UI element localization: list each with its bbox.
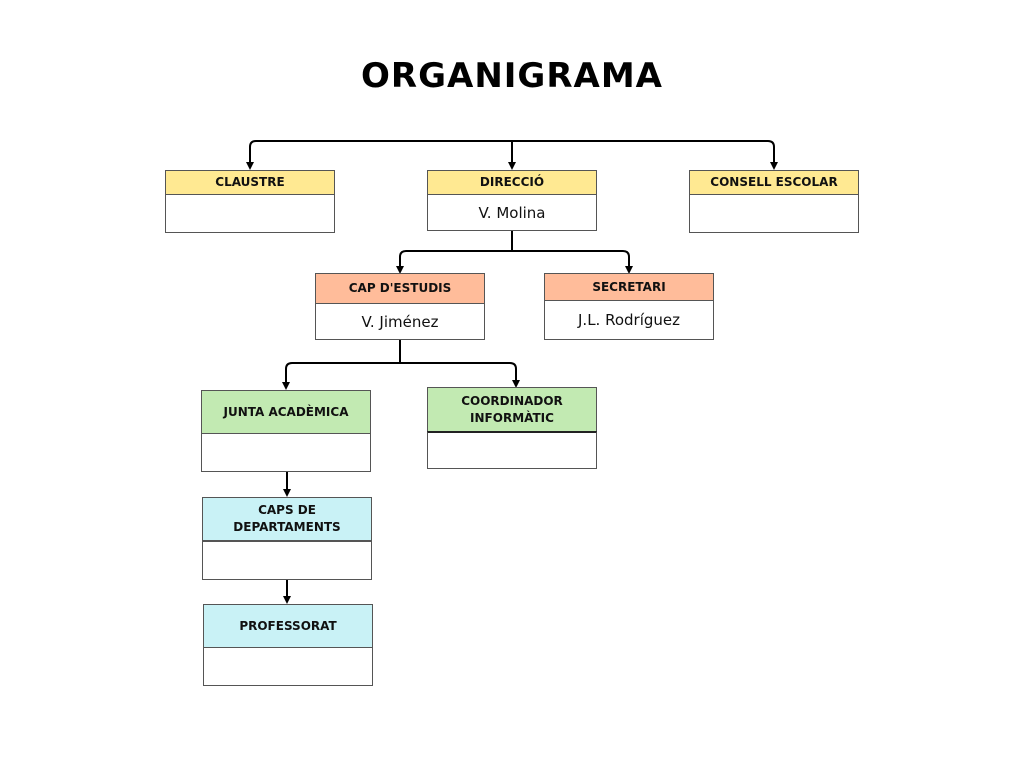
connector-top-consell	[512, 140, 778, 170]
node-title: CONSELL ESCOLAR	[689, 170, 859, 195]
node-name	[427, 431, 597, 469]
node-cap-estudis: CAP D'ESTUDIS V. Jiménez	[315, 273, 485, 340]
connector-cap-estudis-junta	[282, 362, 400, 390]
node-title: SECRETARI	[544, 273, 714, 301]
node-professorat: PROFESSORAT	[203, 604, 373, 686]
node-secretari: SECRETARI J.L. Rodríguez	[544, 273, 714, 340]
node-coordinador-informatic: COORDINADOR INFORMÀTIC	[427, 387, 597, 469]
connector-cap-estudis-coordinador	[400, 362, 520, 388]
connector-top-claustre	[246, 140, 512, 170]
connector-direccio-cap-estudis	[396, 250, 512, 274]
node-name: V. Molina	[427, 194, 597, 231]
node-name	[201, 433, 371, 472]
node-name	[202, 541, 372, 580]
node-title: JUNTA ACADÈMICA	[201, 390, 371, 434]
node-title: COORDINADOR INFORMÀTIC	[427, 387, 597, 432]
node-name: V. Jiménez	[315, 303, 485, 340]
node-junta-academica: JUNTA ACADÈMICA	[201, 390, 371, 472]
node-title: CAPS DE DEPARTAMENTS	[202, 497, 372, 541]
node-title: DIRECCIÓ	[427, 170, 597, 195]
node-direccio: DIRECCIÓ V. Molina	[427, 170, 597, 231]
node-claustre: CLAUSTRE	[165, 170, 335, 233]
page-title: ORGANIGRAMA	[361, 56, 663, 96]
node-title: CLAUSTRE	[165, 170, 335, 195]
node-name	[203, 647, 373, 686]
node-name	[165, 194, 335, 233]
node-name	[689, 194, 859, 233]
node-caps-departaments: CAPS DE DEPARTAMENTS	[202, 497, 372, 580]
connector-direccio-secretari	[512, 250, 633, 274]
node-name: J.L. Rodríguez	[544, 300, 714, 340]
node-title: PROFESSORAT	[203, 604, 373, 648]
node-consell-escolar: CONSELL ESCOLAR	[689, 170, 859, 233]
node-title: CAP D'ESTUDIS	[315, 273, 485, 304]
